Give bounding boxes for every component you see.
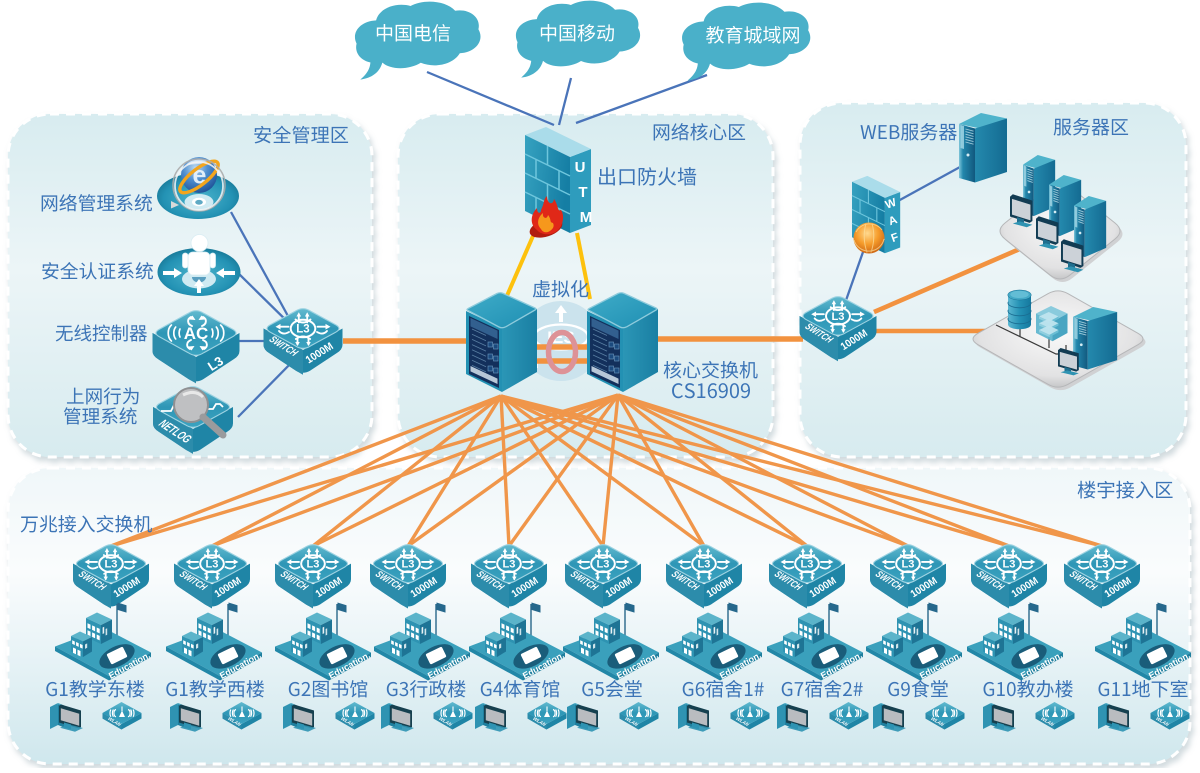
svg-text:F: F <box>890 231 901 245</box>
svg-text:WLAN: WLAN <box>532 716 548 727</box>
svg-text:WLAN: WLAN <box>1040 716 1056 727</box>
svg-text:WLAN: WLAN <box>107 716 123 727</box>
svg-text:W: W <box>884 197 898 212</box>
svg-text:T: T <box>578 184 587 201</box>
svg-text:L3: L3 <box>307 559 320 571</box>
svg-text:L3: L3 <box>1096 559 1109 571</box>
svg-text:WLAN: WLAN <box>340 716 356 727</box>
svg-text:L3: L3 <box>698 559 711 571</box>
svg-text:WLAN: WLAN <box>1155 716 1171 727</box>
svg-text:L3: L3 <box>801 559 814 571</box>
svg-text:L3: L3 <box>902 559 915 571</box>
svg-text:L3: L3 <box>831 311 844 323</box>
svg-text:AC: AC <box>184 324 209 343</box>
svg-text:WLAN: WLAN <box>227 716 243 727</box>
svg-text:WLAN: WLAN <box>624 716 640 727</box>
svg-text:L3: L3 <box>206 559 219 571</box>
svg-text:U: U <box>575 159 586 176</box>
svg-text:M: M <box>580 209 593 226</box>
svg-text:L3: L3 <box>597 559 610 571</box>
svg-text:WLAN: WLAN <box>735 716 751 727</box>
svg-text:L3: L3 <box>296 324 309 336</box>
svg-text:L3: L3 <box>1003 559 1016 571</box>
svg-text:WLAN: WLAN <box>438 716 454 727</box>
svg-text:A: A <box>887 214 899 228</box>
svg-text:L3: L3 <box>402 559 415 571</box>
svg-text:L3: L3 <box>503 559 516 571</box>
svg-text:L3: L3 <box>105 559 118 571</box>
svg-text:WLAN: WLAN <box>834 716 850 727</box>
svg-text:WLAN: WLAN <box>930 716 946 727</box>
